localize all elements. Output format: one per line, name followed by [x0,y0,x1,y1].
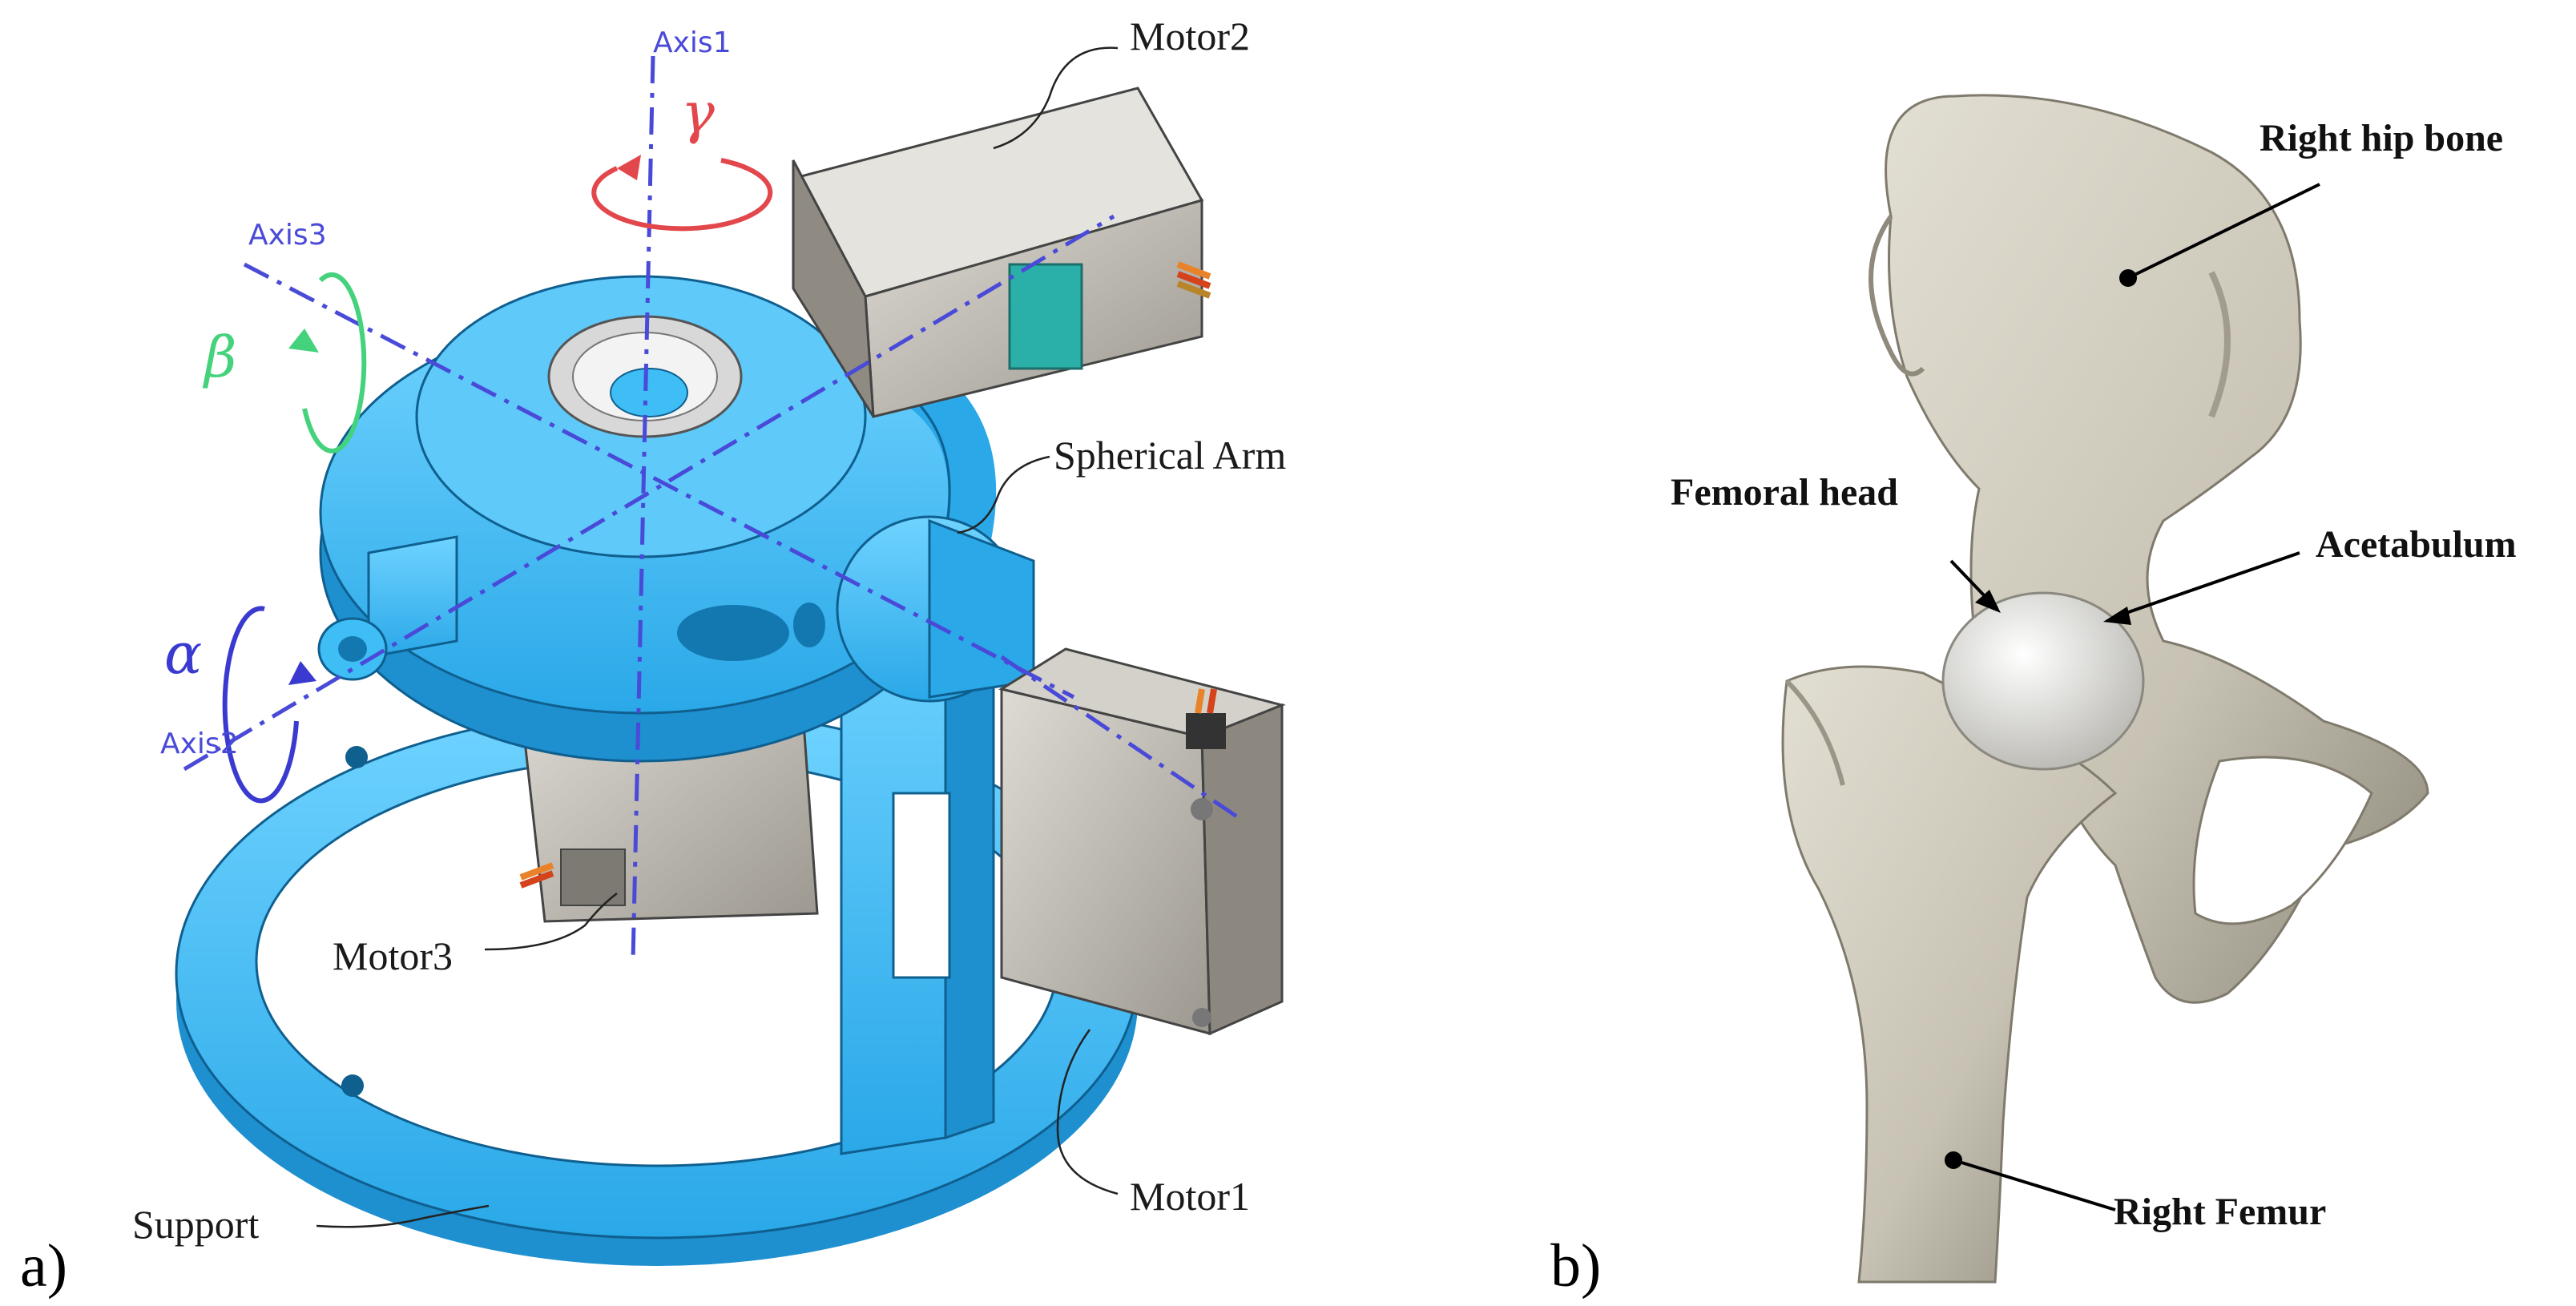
support-pillar [840,607,995,1155]
motor1-connector-icon [1186,688,1226,749]
motor2-wires-icon [1176,261,1211,299]
axis3-line [243,262,1075,699]
hip-bone-label: Right hip bone [2260,117,2503,159]
femoral-head-arrow-icon [1975,590,2001,613]
motor3-label: Motor3 [333,933,453,978]
spherical-housing [317,275,963,763]
panel-a-mechanism: γ β α Axis1 Axis3 Axis2 Motor2 Spherical… [20,14,1286,1300]
axis2-label: Axis2 [160,728,239,760]
axis1-label: Axis1 [653,26,732,59]
femur-dot-icon [1945,1151,1962,1169]
motor3-wires-icon [519,862,554,889]
panel-b-label: b) [1550,1232,1601,1300]
panel-a-label: a) [20,1232,67,1300]
femoral-head-label: Femoral head [1671,471,1898,514]
motor1-body [836,515,1286,1036]
hip-bone-dot-icon [2119,269,2137,287]
motor1-label: Motor1 [1130,1174,1250,1219]
motor1-screw-icon [1192,1008,1211,1027]
femoral-head-illustration [1941,591,2145,771]
anatomy-leader-lines [1949,183,2320,1211]
gamma-rotation-icon [591,155,773,232]
axis3-label: Axis3 [248,219,327,252]
beta-label: β [202,324,236,390]
part-leader-lines [316,46,1119,1228]
alpha-label: α [164,621,202,687]
acetabulum-label: Acetabulum [2316,523,2517,566]
axis2-line [183,214,1115,772]
acetabulum-arrow-icon [2103,607,2131,625]
motor2-body [792,87,1211,418]
gamma-label: γ [681,80,715,146]
panel-b-anatomy: Right hip bone Femoral head Acetabulum R… [1550,94,2517,1300]
support-hole-icon [345,746,368,768]
axis-motor1-line [1000,655,1240,820]
motor2-label: Motor2 [1130,14,1250,58]
femur-label: Right Femur [2114,1191,2326,1233]
hip-bone-illustration [1869,94,2429,1004]
axis-lines [183,55,1240,962]
motor1-screw-icon [1191,798,1213,820]
spherical-arm-label: Spherical Arm [1054,433,1286,478]
support-label: Support [132,1202,259,1247]
alpha-rotation-icon [222,606,316,804]
support-hole-icon [341,1074,364,1097]
beta-rotation-icon [288,272,367,453]
